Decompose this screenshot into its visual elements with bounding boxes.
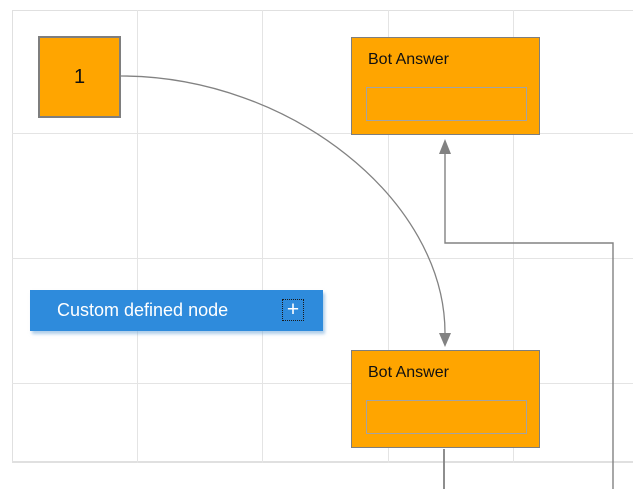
gridline [137,10,138,463]
node-bot-answer-top[interactable]: Bot Answer [351,37,540,135]
plus-icon: + [286,298,300,321]
gridline [262,10,263,463]
node-start[interactable]: 1 [38,36,121,118]
gridline [12,383,633,384]
bot-answer-input[interactable] [366,87,527,121]
node-custom-label: Custom defined node [57,300,229,320]
node-title: Bot Answer [368,364,449,381]
node-title: Bot Answer [368,51,449,68]
bot-answer-input[interactable] [366,400,527,434]
gridline [12,258,633,259]
add-node-button[interactable]: + [282,299,304,321]
node-start-label: 1 [73,65,86,88]
node-bot-answer-bottom[interactable]: Bot Answer [351,350,540,448]
node-custom-defined[interactable]: Custom defined node + [30,290,323,331]
